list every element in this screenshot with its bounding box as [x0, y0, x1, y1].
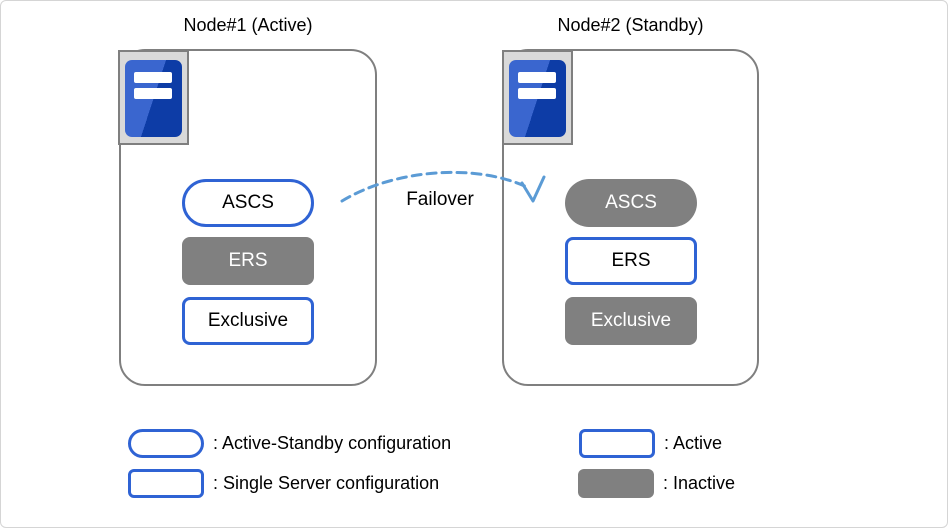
legend-label: : Active-Standby configuration — [213, 433, 452, 453]
legend-swatch-pill-icon — [128, 429, 204, 458]
node1-ascs-box: ASCS — [182, 179, 314, 227]
server-icon — [118, 50, 189, 145]
node2-title: Node#2 (Standby) — [557, 15, 704, 35]
legend-swatch-inactive-icon — [578, 469, 654, 498]
server-bar — [518, 72, 556, 83]
legend-swatch-rect-icon — [128, 469, 204, 498]
node1-exclusive-box: Exclusive — [182, 297, 314, 345]
legend-item-active: : Active — [579, 429, 722, 458]
server-tower-shape — [125, 60, 182, 137]
failover-label: Failover — [406, 189, 474, 210]
node1-title: Node#1 (Active) — [183, 15, 313, 35]
node2-ascs-box: ASCS — [565, 179, 697, 227]
server-bar — [134, 72, 172, 83]
server-tower-shape — [509, 60, 566, 137]
server-bar — [134, 88, 172, 99]
server-bar — [518, 88, 556, 99]
legend-label: : Single Server configuration — [213, 473, 440, 493]
legend-swatch-active-icon — [579, 429, 655, 458]
legend-item-active-standby: : Active-Standby configuration — [128, 429, 451, 458]
node2-exclusive-box: Exclusive — [565, 297, 697, 345]
legend-label: : Active — [664, 433, 723, 453]
node2-ers-box: ERS — [565, 237, 697, 285]
node1-ers-box: ERS — [182, 237, 314, 285]
legend-item-inactive: : Inactive — [578, 469, 735, 498]
legend-label: : Inactive — [663, 473, 736, 493]
server-icon — [502, 50, 573, 145]
legend-item-single-server: : Single Server configuration — [128, 469, 439, 498]
node1-box: ASCS ERS Exclusive — [119, 49, 377, 386]
